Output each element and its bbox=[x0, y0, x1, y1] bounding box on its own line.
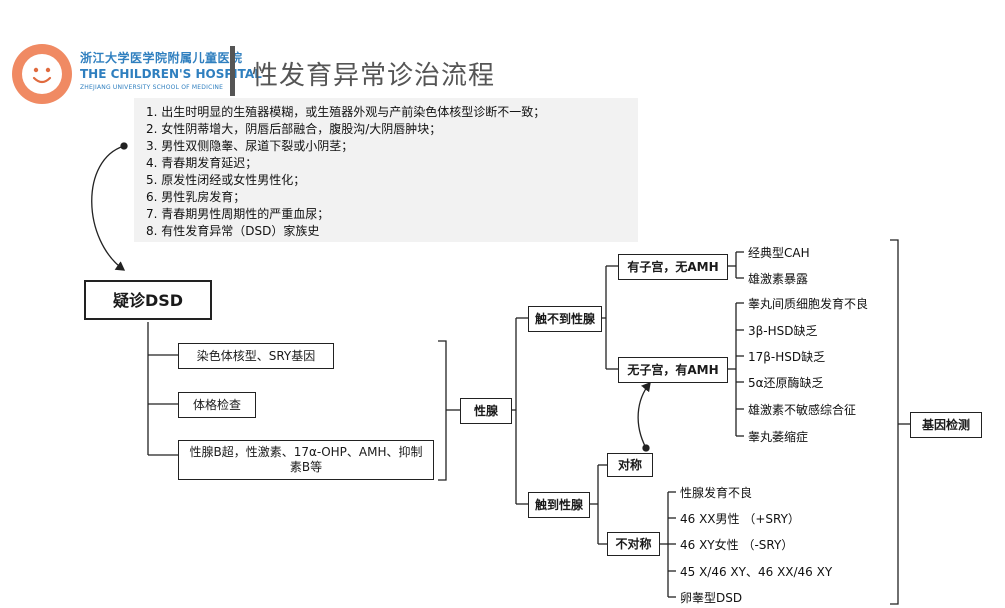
leaf-item: 46 XX男性 （+SRY） bbox=[680, 512, 800, 526]
uterus-no-amh-node: 有子宫，无AMH bbox=[618, 254, 728, 280]
lion-face-icon bbox=[22, 54, 62, 94]
leaf-item: 17β-HSD缺乏 bbox=[748, 350, 826, 364]
criteria-item: 1. 出生时明显的生殖器模糊，或生殖器外观与产前染色体核型诊断不一致； bbox=[146, 105, 546, 119]
gene-test-node: 基因检测 bbox=[910, 412, 982, 438]
suspect-dsd-node: 疑诊DSD bbox=[84, 280, 212, 320]
leaf-item: 经典型CAH bbox=[748, 246, 810, 260]
gonad-not-palpable-node: 触不到性腺 bbox=[528, 306, 602, 332]
page-title: 性发育异常诊治流程 bbox=[252, 61, 496, 91]
hospital-subtitle: ZHEJIANG UNIVERSITY SCHOOL OF MEDICINE bbox=[80, 84, 224, 91]
gonad-node: 性腺 bbox=[460, 398, 512, 424]
leaf-item: 性腺发育不良 bbox=[680, 486, 753, 500]
asymmetric-node: 不对称 bbox=[607, 532, 660, 556]
criteria-item: 7. 青春期男性周期性的严重血尿； bbox=[146, 207, 330, 221]
leaf-item: 45 X/46 XY、46 XX/46 XY bbox=[680, 565, 833, 579]
no-uterus-amh-node: 无子宫，有AMH bbox=[618, 357, 728, 383]
leaf-item: 雄激素不敏感综合征 bbox=[748, 403, 857, 417]
hospital-name-en: THE CHILDREN'S HOSPITAL bbox=[80, 67, 262, 81]
criteria-item: 8. 有性发育异常（DSD）家族史 bbox=[146, 224, 320, 238]
criteria-item: 4. 青春期发育延迟； bbox=[146, 156, 258, 170]
criteria-list: 1. 出生时明显的生殖器模糊，或生殖器外观与产前染色体核型诊断不一致； 2. 女… bbox=[146, 104, 545, 240]
lab-tests-node: 性腺B超，性激素、17α-OHP、AMH、抑制素B等 bbox=[178, 440, 434, 480]
physical-exam-node: 体格检查 bbox=[178, 392, 256, 418]
criteria-item: 2. 女性阴蒂增大，阴唇后部融合，腹股沟/大阴唇肿块； bbox=[146, 122, 442, 136]
leaf-item: 睾丸萎缩症 bbox=[748, 430, 809, 444]
leaf-item: 46 XY女性 （-SRY） bbox=[680, 538, 794, 552]
leaf-item: 雄激素暴露 bbox=[748, 272, 809, 286]
leaf-item: 睾丸间质细胞发育不良 bbox=[748, 297, 869, 311]
criteria-item: 3. 男性双侧隐睾、尿道下裂或小阴茎； bbox=[146, 139, 354, 153]
criteria-item: 6. 男性乳房发育； bbox=[146, 190, 246, 204]
karyotype-node: 染色体核型、SRY基因 bbox=[178, 343, 334, 369]
criteria-item: 5. 原发性闭经或女性男性化； bbox=[146, 173, 306, 187]
hospital-name-cn: 浙江大学医学院附属儿童医院 bbox=[80, 51, 243, 65]
leaf-item: 5α还原酶缺乏 bbox=[748, 376, 824, 390]
leaf-item: 3β-HSD缺乏 bbox=[748, 324, 818, 338]
criteria-box bbox=[134, 98, 638, 242]
symmetric-node: 对称 bbox=[607, 453, 653, 477]
leaf-item: 卵睾型DSD bbox=[680, 591, 743, 605]
title-divider bbox=[230, 46, 235, 96]
gonad-palpable-node: 触到性腺 bbox=[528, 492, 590, 518]
